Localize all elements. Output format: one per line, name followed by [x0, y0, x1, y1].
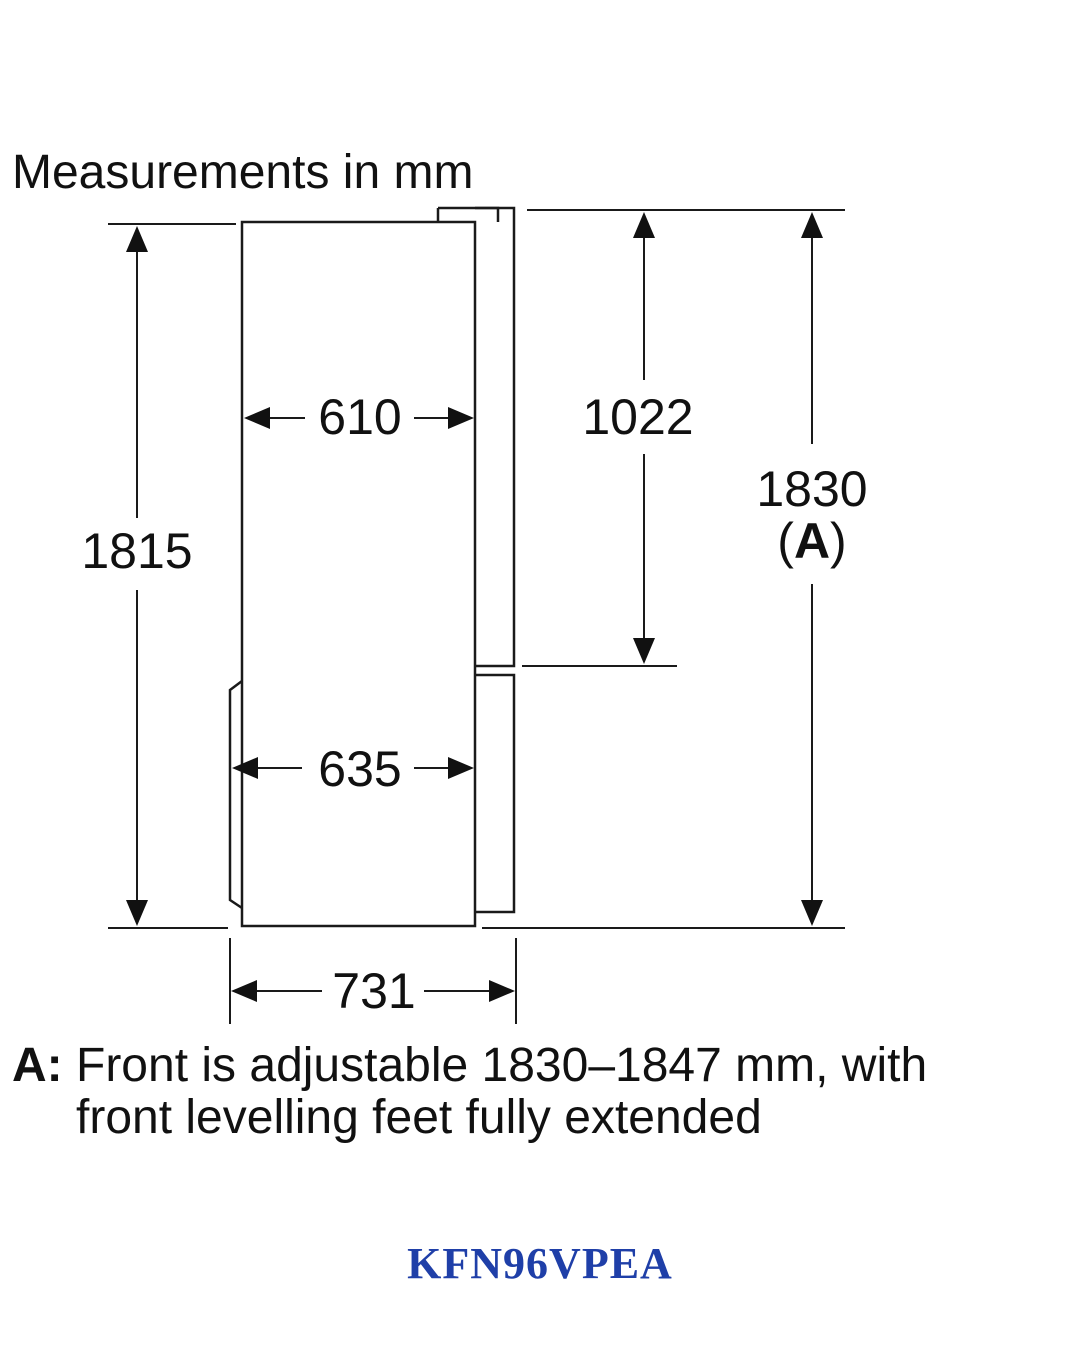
- dimension-1022: 1022: [582, 212, 694, 664]
- model-number: KFN96VPEA: [407, 1239, 673, 1288]
- footnote-line-1: A:Front is adjustable 1830–1847 mm, with: [12, 1040, 1072, 1092]
- extension-lines: [108, 209, 845, 1024]
- diagram-title: Measurements in mm: [12, 146, 473, 199]
- depth-total-label: 731: [332, 963, 415, 1019]
- height-upper-door-label: 1022: [582, 389, 693, 445]
- dimension-610: 610: [244, 389, 474, 445]
- footnote-prefix: A:: [12, 1039, 63, 1092]
- height-total-marker: (A): [777, 513, 846, 569]
- width-top-label: 610: [318, 389, 401, 445]
- height-body-label: 1815: [81, 523, 192, 579]
- top-hinge: [438, 206, 500, 222]
- rear-protrusion: [228, 680, 243, 910]
- upper-door: [475, 206, 516, 668]
- fridge-cabinet: [240, 220, 477, 928]
- lower-door: [475, 673, 516, 914]
- dimension-635: 635: [232, 741, 474, 797]
- footnote-text-1: Front is adjustable 1830–1847 mm, with: [76, 1039, 928, 1092]
- footnote-a: A:Front is adjustable 1830–1847 mm, with…: [12, 1040, 1072, 1144]
- dimension-731: 731: [231, 963, 515, 1019]
- fridge-body-outline: [228, 206, 516, 928]
- width-bottom-label: 635: [318, 741, 401, 797]
- dimension-1830: 1830 (A): [756, 212, 868, 926]
- height-total-label: 1830: [756, 461, 867, 517]
- dimension-1815: 1815: [81, 226, 193, 926]
- footnote-text-2: front levelling feet fully extended: [76, 1091, 762, 1144]
